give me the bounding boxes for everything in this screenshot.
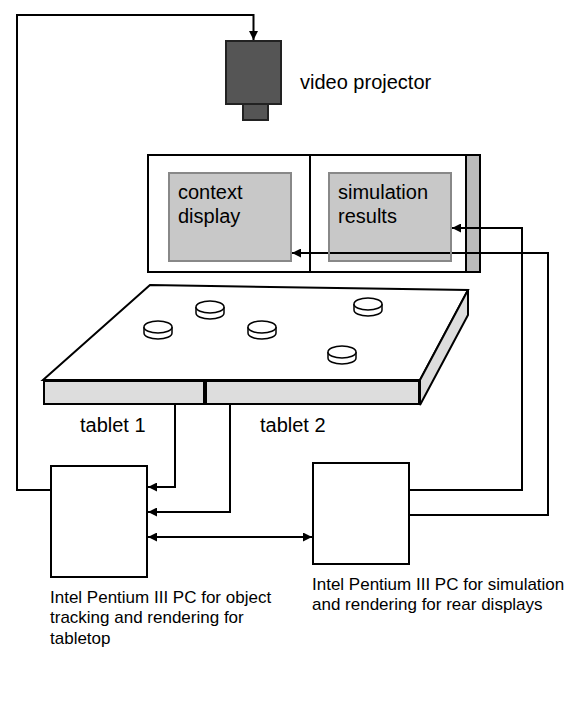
table-top <box>43 285 468 380</box>
table-side <box>420 290 468 405</box>
node-label: simulation results <box>330 174 450 234</box>
pc-box: Intel Pentium III PC for object tracking… <box>50 465 148 578</box>
screen-fill <box>168 172 292 262</box>
display-panel: simulation results <box>328 172 452 262</box>
connector-arrow <box>148 405 175 487</box>
display-side <box>466 155 480 272</box>
connector-arrow <box>148 405 230 512</box>
display-divider <box>309 155 311 272</box>
node-label: context display <box>170 174 290 234</box>
display-frame <box>148 155 480 272</box>
node-label: video projector <box>300 70 431 94</box>
node-label: tablet 1 <box>80 413 146 437</box>
projector-lens <box>243 104 268 120</box>
node-label: Intel Pentium III PC for simulation and … <box>312 575 577 616</box>
screen-fill <box>328 172 452 262</box>
connector-arrow <box>17 15 254 490</box>
projector-body: video projector <box>225 40 282 105</box>
connector-arrow <box>410 228 522 490</box>
connector-arrow <box>148 536 312 538</box>
tracked-pucks <box>144 298 382 364</box>
pc-box: Intel Pentium III PC for simulation and … <box>312 462 410 565</box>
display-panel: context display <box>168 172 292 262</box>
node-label: tablet 2 <box>260 413 326 437</box>
tablet-band: tablet 2 <box>205 380 420 405</box>
node-label: Intel Pentium III PC for object tracking… <box>50 588 285 649</box>
tablet-band: tablet 1 <box>43 380 205 405</box>
